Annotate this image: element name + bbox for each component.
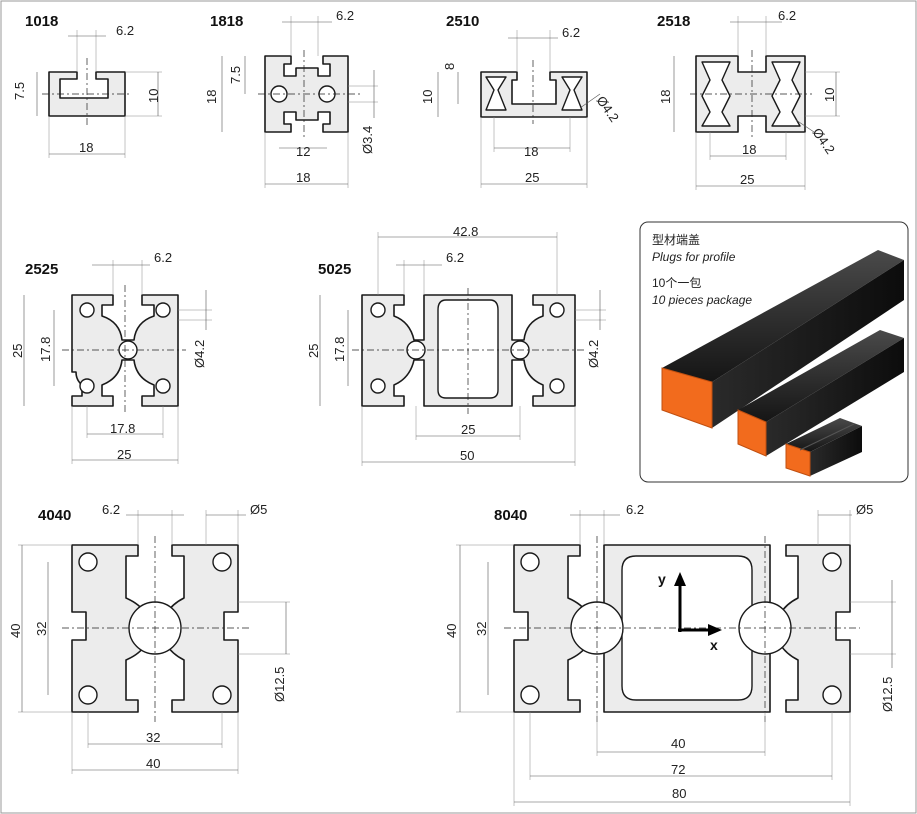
dim-width: 18 (296, 170, 310, 185)
dim-slot: 6.2 (336, 8, 354, 23)
dim-inner-vertical: 17.8 (38, 337, 53, 362)
profile-8040: 8040 y x 6.2 Ø5 40 32 Ø12.5 40 (444, 502, 896, 806)
corner-hole (212, 552, 232, 572)
dim-height: 10 (420, 90, 435, 104)
dim-height: 40 (8, 624, 23, 638)
dim-slot-height: 7.5 (228, 66, 243, 84)
plugs-title-cn: 型材端盖 (652, 233, 700, 247)
profile-bar (738, 330, 904, 422)
dim-slot: 6.2 (154, 250, 172, 265)
dim-width: 25 (740, 172, 754, 187)
plug-cap (661, 367, 713, 429)
profile-2510: 2510 6.2 8 10 Ø4.2 18 25 (420, 13, 622, 188)
dim-height: 18 (204, 90, 219, 104)
profile-1818: 1818 6.2 7.5 18 12 Ø3.4 18 (204, 8, 378, 188)
profile-title: 1818 (210, 13, 243, 30)
corner-hole (370, 378, 386, 394)
corner-hole (549, 378, 565, 394)
corner-hole (822, 685, 842, 705)
dim-hole: Ø4.2 (192, 340, 207, 368)
dim-inner-a: 40 (671, 736, 685, 751)
dim-hole: Ø4.2 (594, 93, 622, 125)
dim-width: 50 (460, 448, 474, 463)
dim-height: 25 (306, 344, 321, 358)
plugs-panel: 型材端盖 Plugs for profile 10个一包 10 pieces p… (639, 221, 909, 483)
dim-inner-vertical: 17.8 (332, 337, 347, 362)
profile-2518: 2518 6.2 18 10 Ø4.2 18 25 (657, 8, 840, 190)
dim-hole: Ø4.2 (810, 125, 838, 157)
dim-width: 25 (525, 170, 539, 185)
profile-title: 5025 (318, 261, 351, 278)
corner-hole (212, 685, 232, 705)
dim-inner: 18 (742, 142, 756, 157)
corner-hole (549, 302, 565, 318)
dim-height: 25 (10, 344, 25, 358)
dim-slot: 6.2 (626, 502, 644, 517)
profile-2525: 2525 6.2 25 17.8 Ø4.2 17.8 25 (10, 250, 212, 464)
corner-hole (520, 685, 540, 705)
profile-title: 1018 (25, 13, 58, 30)
profile-bar (662, 250, 904, 382)
plugs-qty-cn: 10个一包 (652, 276, 701, 290)
dim-slot: 6.2 (446, 250, 464, 265)
dim-hole-big: Ø12.5 (272, 667, 287, 702)
dim-height: 10 (146, 89, 161, 103)
corner-hole (822, 552, 842, 572)
dim-inner-horizontal: 32 (146, 730, 160, 745)
profile-title: 2510 (446, 13, 479, 30)
dim-slot: 6.2 (116, 23, 134, 38)
axis-x-label: x (710, 637, 718, 653)
side-channel (561, 76, 583, 111)
plug-cap (737, 409, 767, 457)
corner-hole (520, 552, 540, 572)
corner-hole (155, 378, 171, 394)
dim-slot: 6.2 (778, 8, 796, 23)
dim-width: 25 (117, 447, 131, 462)
corner-hole (79, 378, 95, 394)
profile-title: 2525 (25, 261, 58, 278)
dim-inner-horizontal: 25 (461, 422, 475, 437)
axis-y-label: y (658, 571, 666, 587)
dim-inner-vertical: 32 (34, 622, 49, 636)
dim-height: 40 (444, 624, 459, 638)
plugs-title-en: Plugs for profile (652, 250, 736, 264)
profile-title: 8040 (494, 507, 527, 524)
dim-slot-height: 7.5 (12, 82, 27, 100)
profile-1018: 1018 6.2 7.5 10 18 (12, 13, 162, 158)
corner-hole (155, 302, 171, 318)
dim-height-right: 10 (822, 88, 837, 102)
dim-hole-big: Ø12.5 (880, 677, 895, 712)
dim-width: 80 (672, 786, 686, 801)
corner-hole (370, 302, 386, 318)
dim-slot-height: 8 (442, 63, 457, 70)
dim-slot: 6.2 (102, 502, 120, 517)
profile-title: 2518 (657, 13, 690, 30)
corner-hole (79, 302, 95, 318)
dim-inner-horizontal: 17.8 (110, 421, 135, 436)
dim-inner-vertical: 32 (474, 622, 489, 636)
profile-4040: 4040 6.2 Ø5 40 32 Ø12.5 32 40 (8, 502, 290, 774)
dim-hole-small: Ø5 (856, 502, 873, 517)
dim-width: 18 (79, 140, 93, 155)
profile-bar (786, 418, 862, 452)
dim-top: 42.8 (453, 224, 478, 239)
profile-5025: 5025 42.8 6.2 25 17.8 Ø4.2 25 50 (306, 224, 606, 466)
corner-hole (78, 685, 98, 705)
dim-slot: 6.2 (562, 25, 580, 40)
dim-width: 40 (146, 756, 160, 771)
profile-title: 4040 (38, 507, 71, 524)
side-channel (485, 76, 507, 111)
dim-hole-small: Ø5 (250, 502, 267, 517)
corner-hole (78, 552, 98, 572)
dim-hole: Ø3.4 (360, 126, 375, 154)
plugs-qty-en: 10 pieces package (652, 293, 752, 307)
dim-hole: Ø4.2 (586, 340, 601, 368)
dim-height-left: 18 (658, 90, 673, 104)
dim-inner: 12 (296, 144, 310, 159)
dim-inner: 18 (524, 144, 538, 159)
dim-inner-b: 72 (671, 762, 685, 777)
